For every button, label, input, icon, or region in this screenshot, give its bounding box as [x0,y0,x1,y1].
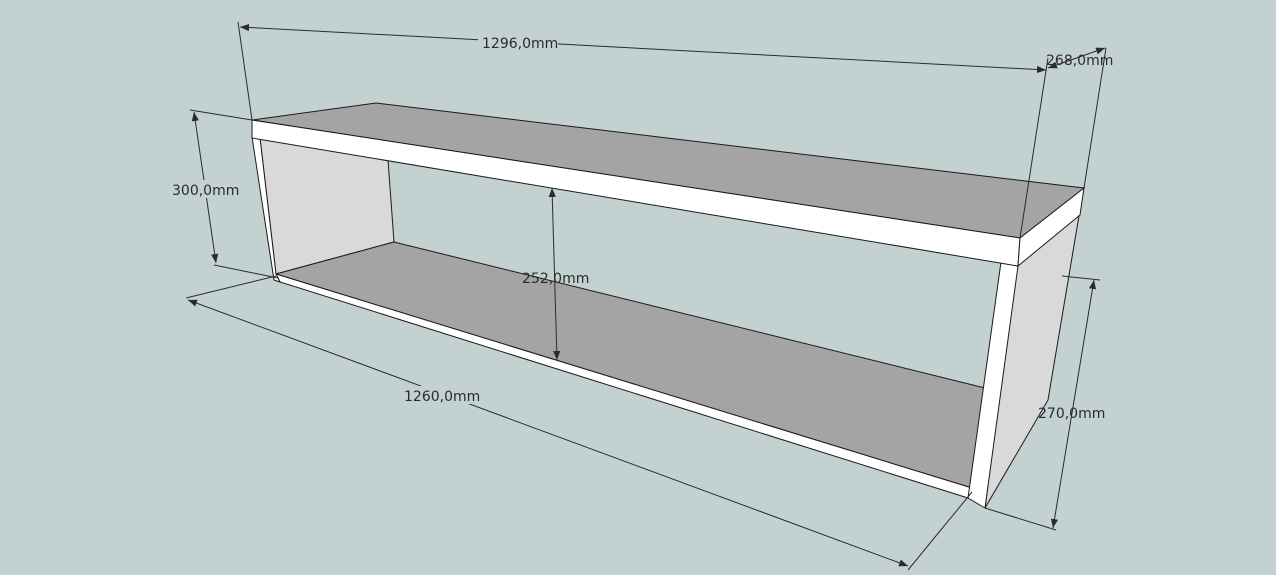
label-300mm: 300,0mm [172,183,239,199]
label-1260mm: 1260,0mm [404,389,480,405]
dimension-depth: 268,0mm [1046,47,1113,189]
top-side-edge [1017,186,1085,268]
label-1296mm: 1296,0mm [482,36,558,52]
label-252mm: 252,0mm [522,271,589,287]
dimension-side-height: 270,0mm [984,275,1105,531]
label-268mm: 268,0mm [1046,53,1113,69]
shelf-model [251,102,1086,509]
dimension-bottom-length: 1260,0mm [185,275,973,571]
bottom-shelf-surface [274,241,986,489]
dimension-height: 300,0mm [170,109,279,279]
label-270mm: 270,0mm [1038,406,1105,422]
dimension-overall-width: 1296,0mm [237,21,1049,239]
